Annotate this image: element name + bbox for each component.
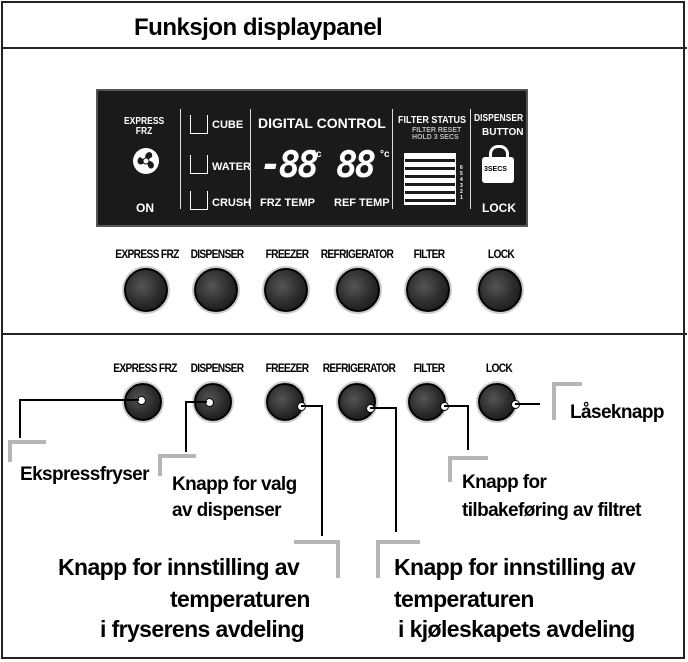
callout-fridge-1: Knapp for innstilling av (394, 554, 636, 580)
callout-fridge-3: i kjøleskapets avdeling (398, 616, 635, 642)
callout-lock: Låseknapp (570, 402, 664, 423)
filter-button-label: FILTER (413, 361, 446, 375)
freezer-button[interactable] (266, 383, 304, 421)
section-divider (1, 333, 687, 335)
callout-dispenser-1: Knapp for valg (172, 474, 297, 495)
refrigerator-button-label: REFRIGERATOR (322, 361, 396, 375)
callout-dispenser-2: av dispenser (172, 500, 282, 521)
digital-control-label: DIGITAL CONTROL (258, 115, 386, 131)
dispenser-button-label: DISPENSER (190, 247, 245, 261)
callout-bracket (294, 540, 340, 578)
callout-freezer-3: i fryserens avdeling (100, 616, 305, 642)
ref-temp-digits: 88 (336, 145, 376, 186)
callout-bracket (8, 440, 46, 462)
lcd-separator (250, 109, 251, 209)
page-title: Funksjon displaypanel (134, 14, 383, 41)
water-label: WATER (212, 161, 251, 173)
cube-icon (190, 115, 208, 134)
freezer-button-label: FREEZER (265, 247, 310, 261)
filter-scale: 6 5 4 3 2 1 (460, 165, 463, 201)
filter-status-label: FILTER STATUS (398, 115, 466, 126)
freezer-button[interactable] (264, 268, 308, 312)
callout-freezer-2: temperaturen (170, 586, 310, 612)
padlock-icon: 3SECS (482, 145, 514, 183)
dispenser-button[interactable] (194, 268, 238, 312)
ref-deg: °c (380, 149, 390, 160)
lock-button[interactable] (478, 268, 522, 312)
refrigerator-button[interactable] (338, 383, 376, 421)
cube-label: CUBE (212, 119, 244, 131)
filter-button-label: FILTER (413, 247, 446, 261)
button-label: BUTTON (482, 127, 524, 138)
dispenser-button-label: DISPENSER (190, 361, 245, 375)
express-frz-button-label: EXPRESS FRZ (113, 361, 177, 375)
on-label: ON (136, 201, 154, 215)
callout-bracket (158, 454, 196, 476)
water-icon (190, 155, 208, 174)
refrigerator-button[interactable] (336, 268, 380, 312)
frz-deg: °c (312, 149, 322, 160)
lcd-separator (180, 109, 181, 209)
callout-bracket (448, 456, 488, 482)
freezer-button-label: FREEZER (265, 361, 310, 375)
frz-temp-label: FRZ TEMP (260, 197, 315, 209)
refrigerator-button-label: REFRIGERATOR (320, 247, 394, 261)
crush-icon (190, 191, 208, 210)
padlock-shackle (489, 145, 509, 162)
three-secs-label: 3SECS (484, 166, 507, 173)
express-frz-label: EXPRESS FRZ (124, 116, 165, 137)
lock-label: LOCK (482, 201, 516, 215)
lcd-display: EXPRESS FRZ ON CUBE WATER CRUSH DIGITAL … (96, 89, 528, 227)
lcd-separator (392, 109, 393, 209)
lock-button[interactable] (478, 383, 516, 421)
filter-reset-label: FILTER RESET HOLD 3 SECS (412, 127, 462, 141)
callout-filter-2: tilbakeføring av filtret (462, 500, 641, 521)
filter-bars (404, 153, 456, 205)
express-frz-button-label: EXPRESS FRZ (115, 247, 179, 261)
lcd-separator (470, 109, 471, 209)
filter-button[interactable] (406, 268, 450, 312)
lock-button-label: LOCK (487, 247, 515, 261)
callout-fridge-2: temperaturen (394, 586, 534, 612)
callout-express: Ekspressfryser (20, 464, 150, 485)
express-frz-button[interactable] (124, 268, 168, 312)
callout-bracket (376, 540, 420, 578)
dispenser-button-label: DISPENSER (474, 113, 524, 124)
crush-label: CRUSH (212, 197, 252, 209)
frz-temp-digits: -88 (260, 145, 319, 186)
callout-filter-1: Knapp for (462, 472, 547, 493)
ref-temp-label: REF TEMP (334, 197, 390, 209)
title-divider (1, 47, 687, 49)
callout-freezer-1: Knapp for innstilling av (58, 554, 300, 580)
callout-bracket (552, 382, 582, 420)
fan-icon (132, 147, 160, 175)
lock-button-label: LOCK (485, 361, 513, 375)
